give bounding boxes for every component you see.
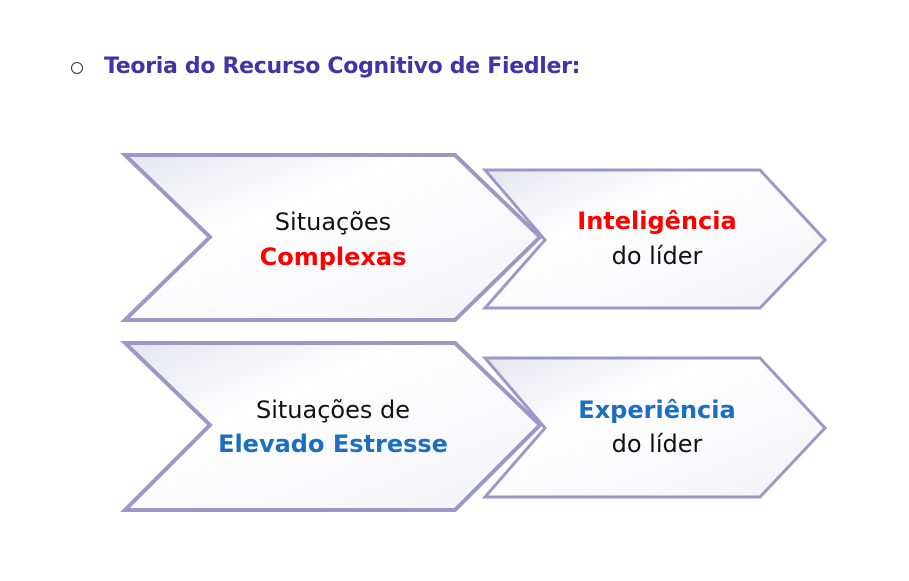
resource-highlight: Experiência bbox=[578, 396, 735, 424]
resource-label: do líder bbox=[612, 430, 703, 458]
situation-label: Situações bbox=[275, 208, 391, 236]
situation-highlight: Elevado Estresse bbox=[218, 430, 448, 458]
section-title: Teoria do Recurso Cognitivo de Fiedler: bbox=[104, 54, 581, 79]
situation-label: Situações de bbox=[256, 396, 410, 424]
situation-highlight: Complexas bbox=[260, 243, 407, 271]
chevron-situation-complex bbox=[120, 153, 543, 322]
chevron-resource-intelligence bbox=[481, 168, 828, 310]
chevron-resource-experience bbox=[481, 356, 828, 499]
chevron-situation-stress bbox=[120, 341, 543, 512]
resource-highlight: Inteligência bbox=[577, 207, 736, 235]
bullet-icon bbox=[71, 62, 83, 74]
resource-label: do líder bbox=[612, 242, 703, 270]
